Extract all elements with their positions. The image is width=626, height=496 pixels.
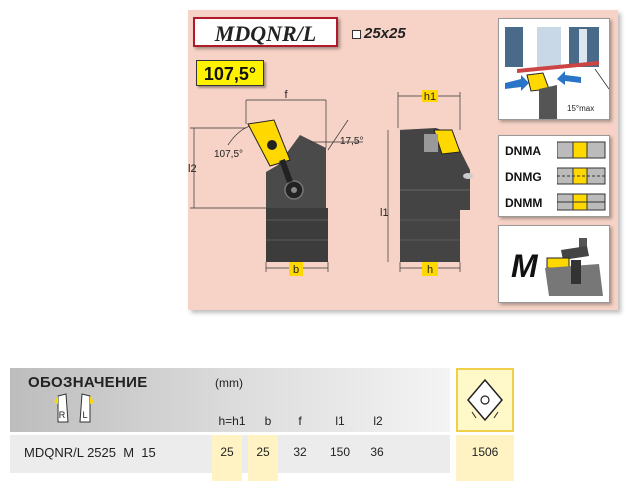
side-view xyxy=(398,128,473,262)
dim-l2-label: l2 xyxy=(188,163,197,175)
cell-insert: 1506 xyxy=(456,435,514,481)
lead-angle-value: 107,5° xyxy=(203,64,257,84)
dim-l1-label: l1 xyxy=(380,207,389,219)
clamping-detail-box: 15°max xyxy=(498,18,610,120)
insert-types-box: DNMA DNMG DNMM xyxy=(498,135,610,217)
designation-title: MDQNR/L xyxy=(214,21,317,46)
insert-type-dnma: DNMA xyxy=(505,144,541,158)
col-header-l1: l1 xyxy=(335,414,345,428)
table-title: ОБОЗНАЧЕНИЕ xyxy=(28,374,148,391)
angle-side-label: 17,5° xyxy=(340,136,363,147)
insert-profile-icons xyxy=(557,141,606,211)
shank-size: 25x25 xyxy=(364,25,406,42)
insert-type-dnmm: DNMM xyxy=(505,196,543,210)
square-shank-icon xyxy=(352,30,361,39)
col-header-f: f xyxy=(298,414,302,428)
hand-label-right: R xyxy=(59,410,66,420)
detail-angle-label: 15°max xyxy=(567,104,594,113)
row-designation: MDQNR/L 2525 M 15 xyxy=(24,445,156,460)
units-label: (mm) xyxy=(215,376,243,390)
dim-h1-label: h1 xyxy=(424,91,436,103)
clamping-detail-drawing: 15°max xyxy=(505,27,610,119)
cell-l2: 36 xyxy=(370,445,384,459)
hand-label-left: L xyxy=(82,410,87,420)
clamping-system-letter: M xyxy=(511,248,538,284)
insert-type-dnmg: DNMG xyxy=(505,170,542,184)
cell-l1: 150 xyxy=(329,445,351,459)
cell-h: 25 xyxy=(212,435,242,481)
dim-b-label: b xyxy=(293,264,299,276)
col-header-h: h=h1 xyxy=(218,414,246,428)
clamping-system-box: M xyxy=(498,225,610,303)
table-header: ОБОЗНАЧЕНИЕ R L (mm) h=h1 b f l1 l2 xyxy=(10,368,450,432)
col-header-l2: l2 xyxy=(373,414,383,428)
insert-column-header xyxy=(456,368,514,432)
cell-b: 25 xyxy=(248,435,278,481)
cell-f: 32 xyxy=(293,445,307,459)
dim-h-label: h xyxy=(427,264,433,276)
dim-f-label: f xyxy=(284,90,288,101)
lead-angle-badge: 107,5° xyxy=(196,60,264,86)
front-view xyxy=(247,119,328,262)
col-header-b: b xyxy=(264,414,272,428)
tool-drawing: f l2 b 107,5° 17,5° h1 l1 h xyxy=(188,90,473,276)
hand-orientation-icon: R L xyxy=(54,393,94,423)
m-clamp-icon xyxy=(545,238,603,296)
designation-box: MDQNR/L xyxy=(193,17,338,47)
angle-main-label: 107,5° xyxy=(214,149,243,160)
rhombic-insert-icon xyxy=(467,378,503,422)
